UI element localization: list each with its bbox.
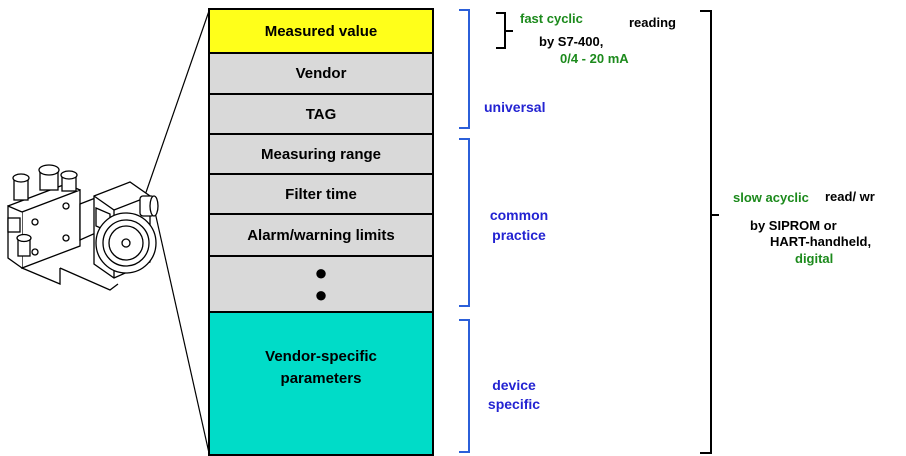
- tag-label: TAG: [305, 105, 337, 123]
- vendor-specific-cell: [208, 311, 434, 456]
- alarm-limits-cell: [208, 213, 434, 257]
- projection-line-top: [142, 10, 210, 202]
- projection-line-bottom: [154, 211, 210, 454]
- slow-acyclic-label: slow acyclic: [733, 190, 809, 205]
- alarm-limits-label: Alarm/warning limits: [247, 226, 395, 244]
- measured-value-label: Measured value: [264, 22, 378, 40]
- common-practice-label-line2: practice: [492, 227, 546, 243]
- reading-label: reading: [629, 15, 676, 30]
- slow-acyclic-bracket: [700, 10, 719, 454]
- digital-label: digital: [795, 251, 834, 266]
- filter-time-label: Filter time: [285, 185, 357, 203]
- s7-label: by S7-400,: [539, 34, 604, 49]
- pressure-transmitter-icon: [7, 164, 159, 291]
- fast-cyclic-label: fast cyclic: [520, 11, 583, 26]
- measured-value-cell: [208, 8, 434, 54]
- ellipsis-dots: ● ●: [314, 260, 328, 307]
- device-specific-label-line2: specific: [487, 396, 541, 412]
- universal-bracket: [459, 9, 470, 129]
- fast-cyclic-bracket: [496, 12, 513, 49]
- device-specific-bracket: [459, 319, 470, 453]
- hart-handheld-label: HART-handheld,: [770, 234, 872, 249]
- vendor-specific-label-line2: parameters: [280, 369, 362, 387]
- vendor-label: Vendor: [295, 65, 347, 82]
- measuring-range-label: Measuring range: [260, 145, 382, 163]
- common-practice-bracket: [459, 138, 470, 307]
- current-range-label: 0/4 - 20 mA: [560, 51, 629, 66]
- siprom-label: by SIPROM or: [750, 218, 837, 233]
- universal-label: universal: [484, 99, 546, 115]
- vendor-cell: [208, 52, 434, 95]
- vendor-specific-label-line1: Vendor-specific: [265, 347, 377, 365]
- device-specific-label-line1: device: [492, 377, 536, 393]
- measuring-range-cell: [208, 133, 434, 175]
- read-write-label: read/ wr: [825, 189, 875, 204]
- common-practice-label-line1: common: [489, 207, 549, 223]
